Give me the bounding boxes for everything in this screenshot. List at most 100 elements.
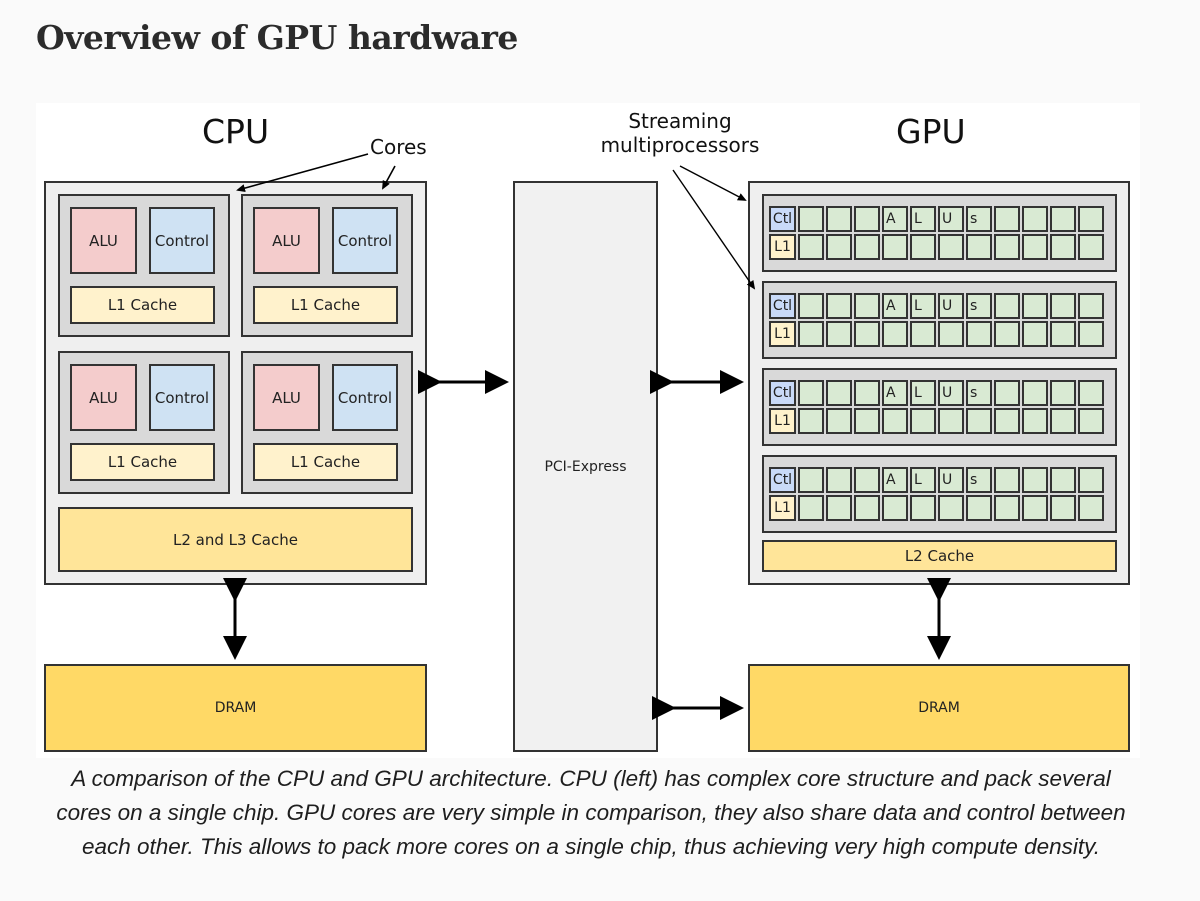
sm-alu-cell <box>910 234 936 260</box>
cpu-core-l1-cache: L1 Cache <box>253 443 398 481</box>
sm-alu-cell: L <box>910 467 936 493</box>
cpu-core-l1-cache: L1 Cache <box>253 286 398 324</box>
sm-alu-cell <box>1078 380 1104 406</box>
cpu-core-alu: ALU <box>253 364 320 431</box>
sm-alu-cell <box>1078 467 1104 493</box>
sm-alu-cell <box>882 495 908 521</box>
sm-alu-cell <box>1022 206 1048 232</box>
sm-control-unit: Ctl <box>769 293 796 319</box>
sm-l1-cache: L1 <box>769 408 796 434</box>
sm-alu-cell <box>882 321 908 347</box>
sm-alu-cell <box>910 408 936 434</box>
sm-alu-cell <box>994 380 1020 406</box>
sm-alu-cell <box>798 380 824 406</box>
sm-alu-cell <box>826 408 852 434</box>
sm-alu-cell <box>854 234 880 260</box>
sm-alu-cell <box>994 408 1020 434</box>
sm-alu-cell <box>798 495 824 521</box>
sm-alu-cell <box>854 495 880 521</box>
sm-alu-cell: L <box>910 293 936 319</box>
page-heading: Overview of GPU hardware <box>36 18 518 57</box>
sm-alu-cell <box>798 206 824 232</box>
sm-alu-cell <box>826 380 852 406</box>
sm-control-unit: Ctl <box>769 467 796 493</box>
sm-alu-cell <box>798 321 824 347</box>
cpu-title: CPU <box>202 112 270 151</box>
cpu-core-control: Control <box>332 364 398 431</box>
gpu-title: GPU <box>896 112 966 151</box>
cpu-l2-l3-cache: L2 and L3 Cache <box>58 507 413 572</box>
sm-alu-cell: A <box>882 467 908 493</box>
caption-line-3: each other. This allows to pack more cor… <box>81 834 1101 859</box>
sm-alu-cell: U <box>938 206 964 232</box>
cpu-core-control: Control <box>149 207 215 274</box>
cpu-core-alu: ALU <box>253 207 320 274</box>
caption-line-1: A comparison of the CPU and GPU architec… <box>71 766 1111 791</box>
sm-alu-cell <box>1078 234 1104 260</box>
sm-alu-cell <box>826 206 852 232</box>
cpu-core-control: Control <box>149 364 215 431</box>
sm-l1-cache: L1 <box>769 234 796 260</box>
sm-alu-cell <box>1050 380 1076 406</box>
sm-alu-cell <box>938 234 964 260</box>
sm-alu-cell <box>1050 293 1076 319</box>
sm-alu-cell <box>854 206 880 232</box>
sm-l1-cache: L1 <box>769 495 796 521</box>
sm-alu-cell <box>910 321 936 347</box>
sm-alu-cell <box>798 408 824 434</box>
cpu-dram: DRAM <box>44 664 427 752</box>
sm-alu-cell: A <box>882 380 908 406</box>
cpu-core-control: Control <box>332 207 398 274</box>
gpu-l2-cache: L2 Cache <box>762 540 1117 572</box>
sm-alu-cell <box>1078 495 1104 521</box>
sm-alu-cell <box>1022 293 1048 319</box>
streaming-multiprocessors-label: Streaming multiprocessors <box>575 109 785 157</box>
sm-alu-cell: s <box>966 467 992 493</box>
sm-alu-cell <box>826 321 852 347</box>
sm-alu-cell <box>854 408 880 434</box>
cores-label: Cores <box>370 135 427 159</box>
sm-alu-cell <box>826 293 852 319</box>
sm-alu-cell: s <box>966 206 992 232</box>
sm-alu-cell: s <box>966 380 992 406</box>
sm-alu-cell <box>1022 321 1048 347</box>
sm-alu-cell <box>882 234 908 260</box>
sm-alu-cell <box>798 293 824 319</box>
sm-alu-cell <box>826 234 852 260</box>
pci-express-bus: PCI-Express <box>513 181 658 752</box>
sm-alu-cell <box>1078 408 1104 434</box>
sm-alu-cell: U <box>938 293 964 319</box>
sm-control-unit: Ctl <box>769 206 796 232</box>
sm-alu-cell <box>994 321 1020 347</box>
sm-l1-cache: L1 <box>769 321 796 347</box>
gpu-dram: DRAM <box>748 664 1130 752</box>
sm-alu-cell: A <box>882 206 908 232</box>
sm-alu-cell <box>910 495 936 521</box>
sm-alu-cell <box>938 408 964 434</box>
sm-alu-cell <box>994 293 1020 319</box>
sm-alu-cell <box>994 206 1020 232</box>
cpu-core-l1-cache: L1 Cache <box>70 443 215 481</box>
sm-alu-cell <box>938 495 964 521</box>
sm-label-line-2: multiprocessors <box>600 133 760 157</box>
sm-alu-cell <box>854 380 880 406</box>
sm-alu-cell <box>1022 380 1048 406</box>
sm-alu-cell <box>966 234 992 260</box>
sm-alu-cell <box>798 467 824 493</box>
sm-alu-cell: A <box>882 293 908 319</box>
sm-alu-cell <box>1050 234 1076 260</box>
sm-alu-cell: U <box>938 467 964 493</box>
sm-alu-cell <box>1050 206 1076 232</box>
sm-alu-cell <box>882 408 908 434</box>
sm-alu-cell: s <box>966 293 992 319</box>
sm-alu-cell <box>1050 467 1076 493</box>
sm-alu-cell <box>854 321 880 347</box>
sm-alu-cell <box>994 467 1020 493</box>
sm-alu-cell <box>966 495 992 521</box>
sm-alu-cell <box>1050 321 1076 347</box>
sm-alu-cell <box>1022 467 1048 493</box>
sm-label-line-1: Streaming <box>628 109 732 133</box>
sm-alu-cell <box>994 234 1020 260</box>
